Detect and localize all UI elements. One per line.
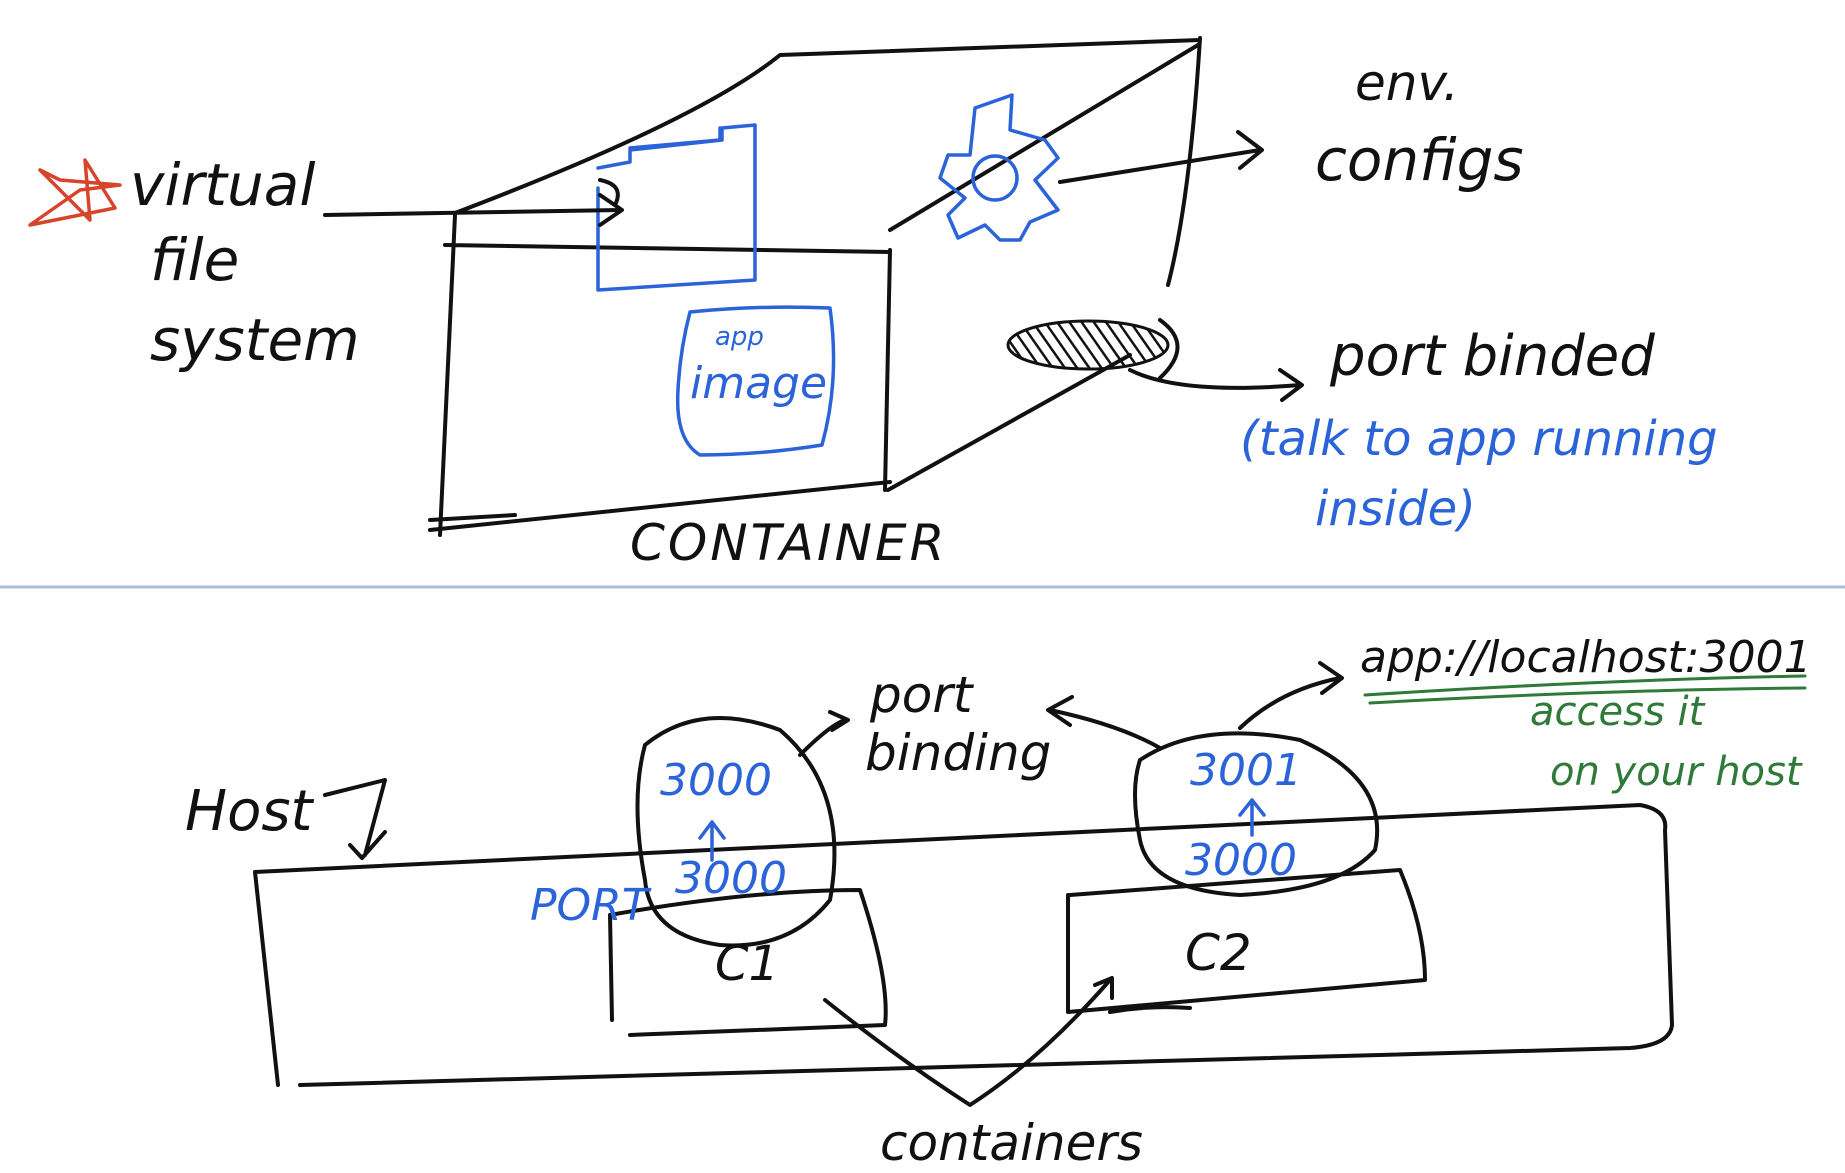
host-arrow <box>323 778 387 860</box>
host-label: Host <box>185 779 315 844</box>
arrow-port-binding <box>798 695 1162 757</box>
port-binding-line1: port <box>869 666 975 724</box>
virtual-fs-label-line2: file <box>150 226 239 294</box>
c1-host-port: 3000 <box>660 755 772 806</box>
env-label-line1: env. <box>1355 54 1459 112</box>
c1-container-port: 3000 <box>675 853 787 904</box>
container-c1 <box>608 888 888 1037</box>
folder-icon <box>596 123 757 292</box>
arrow-containers <box>823 976 1192 1107</box>
containers-label: containers <box>880 1114 1143 1172</box>
c1-port-circle <box>635 716 837 948</box>
container-c2 <box>1066 868 1427 1014</box>
port-note-line2: inside) <box>1315 481 1476 537</box>
c2-port-circle <box>1133 731 1380 897</box>
port-binding-line2: binding <box>865 724 1051 782</box>
arrow-virtual-fs <box>323 178 624 227</box>
virtual-fs-label-line3: system <box>150 306 360 374</box>
star-icon <box>28 158 122 227</box>
c1-port-prefix: PORT <box>530 880 652 931</box>
container-label: CONTAINER <box>630 514 947 572</box>
app-image-big-label: image <box>690 358 827 409</box>
c2-container-port: 3000 <box>1185 835 1297 886</box>
env-label-line2: configs <box>1315 126 1524 194</box>
host-box <box>253 803 1674 1087</box>
gear-icon <box>938 93 1060 242</box>
access-line1: access it <box>1530 689 1706 735</box>
app-image-small-label: app <box>715 322 764 352</box>
arrow-url <box>1238 661 1344 730</box>
port-note-line1: (talk to app running <box>1240 411 1718 467</box>
c2-label: C2 <box>1185 924 1252 982</box>
virtual-fs-label-line1: virtual <box>130 151 315 219</box>
arrow-env-configs <box>1058 130 1264 184</box>
arrow-port-binded <box>1128 368 1304 402</box>
url-label: app://localhost:3001 <box>1360 632 1812 683</box>
c2-host-port: 3001 <box>1190 745 1302 796</box>
access-line2: on your host <box>1550 749 1803 795</box>
container-cube <box>428 36 1202 537</box>
url-underline <box>1363 674 1807 705</box>
port-binded-label: port binded <box>1329 324 1655 389</box>
port-socket-icon <box>1006 318 1180 380</box>
app-image-box <box>675 305 836 457</box>
